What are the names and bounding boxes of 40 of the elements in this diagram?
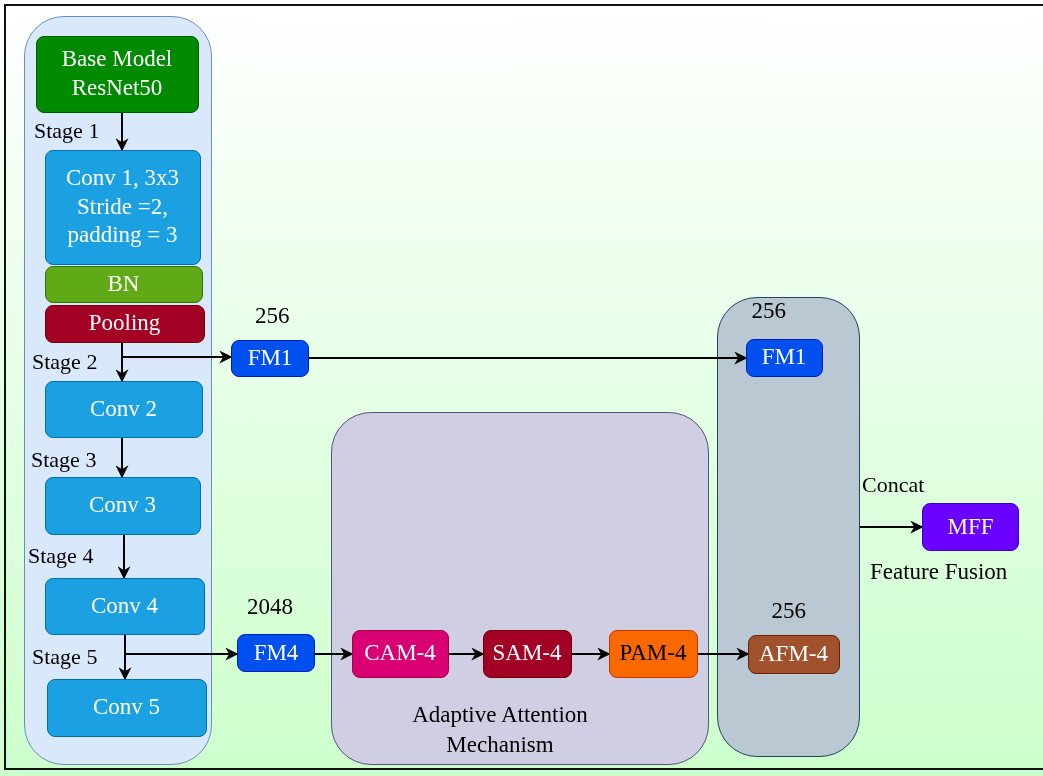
edge-label: Stage 3 bbox=[31, 447, 97, 473]
process-box: Conv 4 bbox=[44, 577, 205, 635]
attention-panel bbox=[331, 412, 709, 765]
process-box: CAM-4 bbox=[351, 629, 449, 678]
node-caption: 256 bbox=[771, 596, 806, 625]
process-box: FM1 bbox=[231, 340, 309, 377]
edge-label: Stage 4 bbox=[28, 543, 94, 569]
process-box: Conv 3 bbox=[44, 476, 201, 535]
arrow bbox=[115, 112, 129, 152]
process-box: BN bbox=[44, 265, 203, 303]
arrow bbox=[308, 351, 748, 365]
arrow bbox=[117, 534, 131, 580]
edge-label: Concat bbox=[862, 472, 925, 498]
process-box: AFM-4 bbox=[747, 634, 840, 674]
node-caption: 2048 bbox=[247, 594, 293, 620]
process-box: FM4 bbox=[237, 634, 315, 672]
process-box: Pooling bbox=[44, 304, 205, 343]
panel-title: Adaptive Attention Mechanism bbox=[411, 701, 589, 760]
process-box: FM1 bbox=[745, 338, 823, 377]
process-box: Conv 1, 3x3 Stride =2, padding = 3 bbox=[44, 149, 201, 265]
arrow bbox=[115, 437, 129, 479]
arrow bbox=[314, 647, 354, 661]
node-caption: 256 bbox=[255, 303, 290, 329]
process-box: Conv 5 bbox=[46, 678, 207, 737]
edge-label: Stage 2 bbox=[32, 349, 98, 375]
stage-panel bbox=[717, 297, 860, 757]
edge-label: Stage 5 bbox=[32, 644, 98, 670]
arrow bbox=[859, 520, 924, 534]
node-caption: 256 bbox=[751, 296, 786, 325]
arrow bbox=[448, 647, 485, 661]
process-box: Conv 2 bbox=[44, 380, 203, 438]
process-box: PAM-4 bbox=[608, 629, 698, 678]
edge-label: Stage 1 bbox=[34, 118, 100, 144]
arrow bbox=[571, 647, 611, 661]
stage-panel bbox=[24, 16, 212, 765]
node-caption: Feature Fusion bbox=[870, 559, 1008, 585]
process-box: MFF bbox=[922, 503, 1019, 551]
process-box: Base Model ResNet50 bbox=[35, 35, 199, 113]
arrow bbox=[697, 647, 750, 661]
process-box: SAM-4 bbox=[482, 629, 572, 678]
